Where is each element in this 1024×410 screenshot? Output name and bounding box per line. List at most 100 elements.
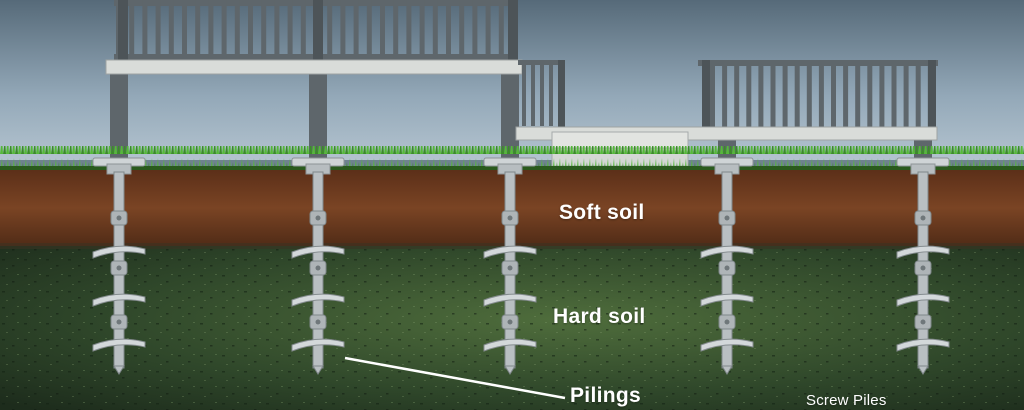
pile-tip [721, 365, 733, 375]
upper-baluster [459, 0, 465, 60]
upper-railing-post [313, 0, 323, 62]
upper-baluster [498, 0, 504, 60]
upper-baluster [142, 0, 148, 60]
upper-baluster [274, 0, 280, 60]
pile-helix [291, 293, 345, 307]
pile-tip [917, 365, 929, 375]
upper-baluster [287, 0, 293, 60]
upper-baluster [155, 0, 161, 60]
pile-helix [700, 338, 754, 352]
pile-helix [92, 338, 146, 352]
lower-baluster [806, 62, 812, 128]
screw-pile-icon [483, 157, 537, 375]
screw-pile-icon [896, 157, 950, 375]
pile-bolt [116, 265, 122, 271]
lower-baluster [710, 62, 715, 128]
pile-bolt [920, 265, 926, 271]
pilings-label: Pilings [570, 384, 641, 407]
upper-baluster [234, 0, 240, 60]
deck-structure [105, 0, 938, 167]
upper-baluster [195, 0, 201, 60]
lower-baluster [879, 62, 885, 128]
upper-baluster [406, 0, 412, 60]
screw-pile-icon [700, 157, 754, 375]
pile-bolt [724, 319, 730, 325]
upper-baluster [419, 0, 425, 60]
pile-helix [896, 293, 950, 307]
upper-baluster [446, 0, 451, 60]
upper-baluster [393, 0, 399, 60]
screw-pile-icon [291, 157, 345, 375]
pile-helix [291, 338, 345, 352]
pile-helix [483, 338, 537, 352]
pile-bolt [315, 265, 321, 271]
lower-baluster [818, 62, 824, 128]
lower-railing-post [928, 60, 936, 128]
pile-helix [291, 245, 345, 259]
deck-post [309, 72, 327, 162]
pile-helix [483, 293, 537, 307]
lower-baluster [758, 62, 764, 128]
pile-bolt [315, 215, 321, 221]
side-railing-post [558, 60, 565, 128]
lower-baluster [891, 62, 897, 128]
lower-baluster [855, 62, 861, 128]
screw-piles [92, 157, 950, 375]
caption-label: Screw Piles [806, 392, 887, 409]
pile-bolt [507, 265, 513, 271]
side-baluster [531, 62, 535, 126]
deck-post [110, 72, 128, 162]
pile-helix [700, 293, 754, 307]
pile-bolt [507, 215, 513, 221]
pile-bolt [315, 319, 321, 325]
pile-helix [92, 293, 146, 307]
lower-baluster [843, 62, 849, 128]
side-baluster [549, 62, 553, 126]
lower-railing-top [698, 60, 938, 66]
pile-tip [312, 365, 324, 375]
lower-baluster [782, 62, 788, 128]
upper-baluster [366, 0, 372, 60]
upper-baluster [353, 0, 359, 60]
pile-bolt [116, 215, 122, 221]
lower-baluster [867, 62, 873, 128]
pile-bolt [920, 319, 926, 325]
side-baluster [522, 62, 526, 126]
soft-soil-label: Soft soil [559, 201, 645, 224]
lower-baluster [915, 62, 921, 128]
upper-baluster [261, 0, 267, 60]
pile-helix [483, 245, 537, 259]
upper-baluster [129, 0, 135, 60]
pilings-leader-line [344, 356, 566, 400]
upper-baluster [168, 0, 174, 60]
lower-baluster [770, 62, 776, 128]
lower-baluster [722, 62, 728, 128]
upper-baluster [380, 0, 385, 60]
pile-bolt [116, 319, 122, 325]
lower-baluster [734, 62, 740, 128]
upper-baluster [300, 0, 306, 60]
upper-baluster [432, 0, 438, 60]
upper-baluster [221, 0, 227, 60]
lower-railing-post [702, 60, 710, 128]
hard-soil-label: Hard soil [553, 305, 646, 328]
side-baluster [540, 62, 544, 126]
pile-helix [700, 245, 754, 259]
upper-baluster [182, 0, 187, 60]
pile-tip [113, 365, 125, 375]
pile-tip [504, 365, 516, 375]
pile-bolt [724, 215, 730, 221]
upper-railing-post [118, 0, 128, 62]
deck-post [501, 72, 519, 162]
pile-helix [92, 245, 146, 259]
deck-step [551, 131, 689, 149]
lower-baluster [794, 62, 800, 128]
upper-railing-post [508, 0, 518, 62]
upper-baluster [340, 0, 346, 60]
lower-baluster [903, 62, 909, 128]
pile-helix [896, 245, 950, 259]
upper-deck-floor [105, 59, 523, 75]
upper-baluster [485, 0, 491, 60]
